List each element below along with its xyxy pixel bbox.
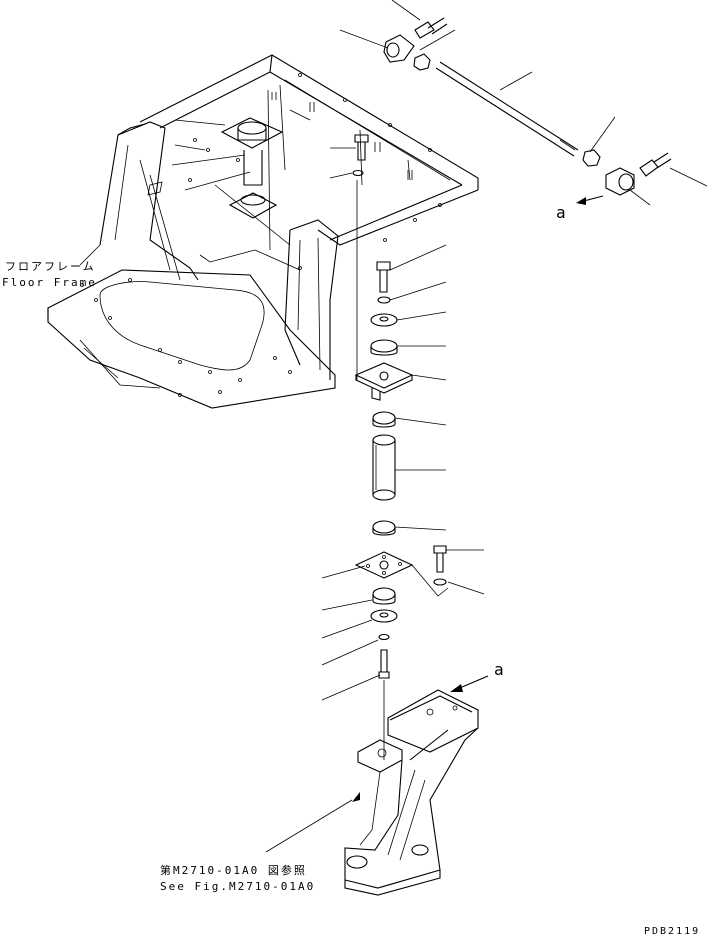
mount-stack [354,180,449,760]
drawing-number: PDB2119 [644,926,701,937]
rod-assembly [383,17,672,205]
mount-bracket [344,675,489,896]
reference-label-jp: 第M2710-01A0 図参照 [160,864,307,877]
view-arrow-a-bottom-label: a [494,660,506,679]
floor-frame-label-jp: フロアフレーム [5,260,96,273]
floor-frame-label-en: Floor Frame [2,276,97,289]
leader-lines [79,0,708,853]
reference-label-en: See Fig.M2710-01A0 [160,880,316,893]
floor-frame [47,54,479,409]
view-arrow-a-top-label: a [556,203,568,222]
